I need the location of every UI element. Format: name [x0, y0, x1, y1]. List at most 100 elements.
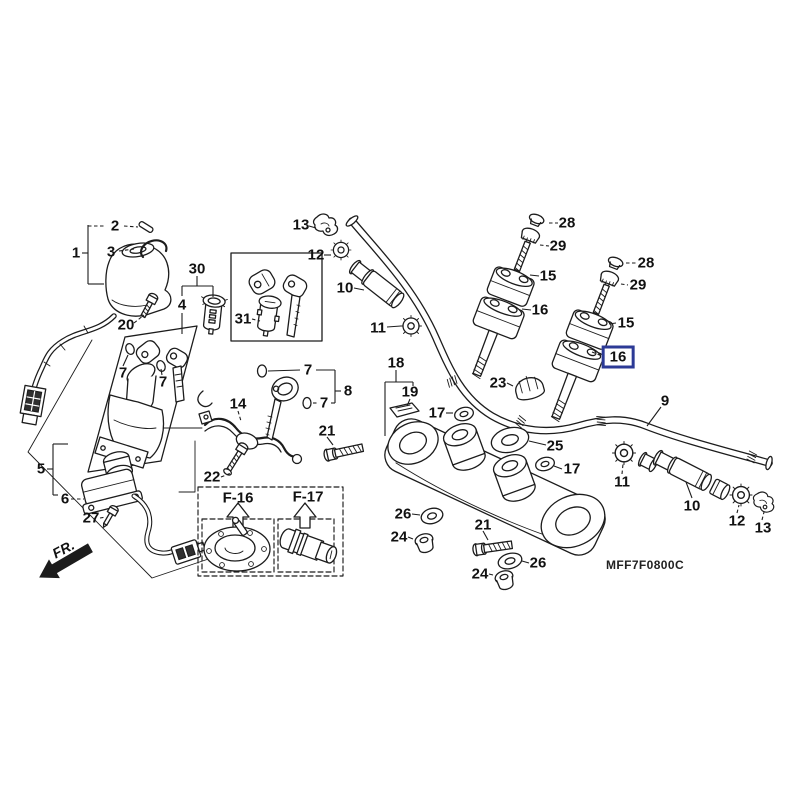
- diagram-code: MFF7F0800C: [606, 558, 685, 572]
- holder-boss: [442, 423, 486, 471]
- part-callout-23: 23: [489, 374, 507, 392]
- part-callout-22: 22: [203, 468, 221, 486]
- washer-17: [454, 406, 474, 422]
- wire-connector: [19, 384, 47, 426]
- part-callout-7: 7: [303, 361, 313, 379]
- part-callout-7: 7: [158, 373, 168, 391]
- part-callout-15: 15: [539, 267, 557, 285]
- o-ring: [156, 360, 166, 372]
- part-callout-10: 10: [683, 497, 701, 515]
- leader-line: [521, 308, 532, 311]
- part-callout-14: 14: [229, 395, 247, 413]
- leader-line: [621, 463, 624, 475]
- leader-line: [482, 530, 489, 541]
- part-callout-11: 11: [614, 473, 630, 491]
- lock-barrel: [256, 295, 282, 337]
- leader-line: [761, 511, 765, 521]
- leader-line: [308, 225, 317, 229]
- leader-line: [488, 573, 494, 576]
- leader-line: [353, 287, 365, 291]
- part-callout-26: 26: [394, 505, 412, 523]
- pin: [138, 221, 154, 233]
- washer-26: [420, 507, 444, 525]
- leader-line: [521, 560, 530, 564]
- leader-line: [267, 369, 301, 372]
- leader-line: [407, 536, 414, 540]
- highlighted-part-callout-16: 16: [601, 345, 635, 369]
- part-callout-24: 24: [471, 565, 489, 583]
- handlebar-pipe: [345, 215, 773, 471]
- washer-17: [535, 456, 555, 472]
- key: [282, 274, 308, 298]
- leader-line: [123, 225, 139, 228]
- key: [271, 376, 299, 402]
- leader-line: [237, 410, 242, 422]
- part-callout-13: 13: [754, 519, 772, 537]
- part-callout-12: 12: [728, 512, 746, 530]
- key-blade: [172, 365, 185, 403]
- construction-lines: [27, 252, 323, 579]
- key: [248, 269, 276, 295]
- part-callout-29: 29: [629, 276, 647, 294]
- leader-line: [608, 322, 617, 325]
- part-callout-27: 27: [82, 509, 100, 527]
- part-callout-26: 26: [529, 554, 547, 572]
- part-callout-16: 16: [531, 301, 549, 319]
- leader-line: [528, 440, 547, 446]
- part-callout-8: 8: [343, 382, 353, 400]
- part-callout-15: 15: [617, 314, 635, 332]
- stem-cap-23: [515, 375, 545, 401]
- sub-switch-assembly: [80, 451, 206, 565]
- right-bar-end-parts: [611, 440, 777, 514]
- leader-line: [160, 368, 163, 376]
- leader-line: [529, 274, 540, 277]
- part-callout-12: 12: [307, 246, 325, 264]
- part-callout-20: 20: [117, 316, 135, 334]
- key-set-8: [256, 364, 312, 441]
- part-callout-31: 31: [234, 310, 252, 328]
- leader-line: [736, 504, 740, 514]
- leader-line: [133, 314, 145, 324]
- up-arrow-icon: [293, 502, 317, 529]
- leader-line: [251, 318, 261, 322]
- leader-line: [99, 516, 107, 519]
- part-callout-7: 7: [118, 364, 128, 382]
- part-callout-18: 18: [387, 354, 405, 372]
- part-callout-21: 21: [474, 516, 492, 534]
- lock-cylinder-30: [201, 294, 228, 335]
- part-callout-2: 2: [110, 217, 120, 235]
- part-callout-19: 19: [401, 383, 419, 401]
- leader-line: [118, 248, 135, 252]
- part-callout-28: 28: [637, 254, 655, 272]
- leader-line: [539, 244, 550, 247]
- top-bridge-assembly: [322, 375, 606, 593]
- part-callout-25: 25: [546, 437, 564, 455]
- o-ring: [125, 343, 135, 355]
- leader-line: [506, 382, 514, 387]
- part-callout-11: 11: [370, 319, 386, 337]
- leader-line: [326, 436, 334, 446]
- part-callout-13: 13: [292, 216, 310, 234]
- part-callout-28: 28: [558, 214, 576, 232]
- leader-line: [646, 406, 662, 427]
- ignition-switch-assembly: [19, 221, 189, 469]
- washer-26: [497, 552, 523, 570]
- ref-label-f16: F-16: [222, 489, 254, 507]
- leader-line: [411, 513, 421, 516]
- reference-section: [197, 486, 344, 577]
- key-set-31: [248, 269, 308, 338]
- leader-line: [620, 283, 629, 286]
- leader-line: [406, 398, 411, 407]
- front-direction-arrow: [39, 543, 93, 579]
- fuel-filler-cap: [203, 516, 271, 572]
- part-callout-5: 5: [36, 460, 46, 478]
- screw-22: [223, 442, 249, 476]
- part-callout-10: 10: [336, 279, 354, 297]
- leader-line: [122, 354, 129, 367]
- key: [135, 340, 161, 364]
- part-callout-21: 21: [318, 422, 336, 440]
- part-callout-24: 24: [390, 528, 408, 546]
- lock-barrel-f17: [279, 528, 338, 564]
